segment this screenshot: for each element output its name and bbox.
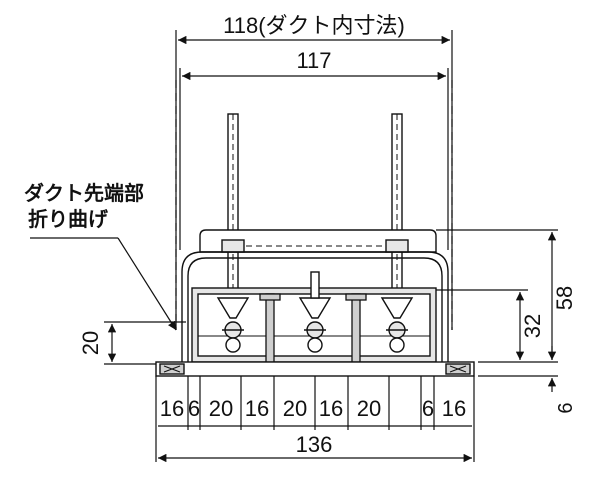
dim-20-label: 20 xyxy=(78,331,103,355)
segment-chain xyxy=(155,376,475,462)
dim-136-label: 136 xyxy=(296,432,333,457)
dim-32-label: 32 xyxy=(520,314,545,338)
dim-58-label: 58 xyxy=(552,286,577,310)
segment-label: 20 xyxy=(283,396,307,421)
dim-118-label: 118(ダクト内寸法) xyxy=(223,13,405,38)
segment-label: 16 xyxy=(319,396,343,421)
segment-label: 16 xyxy=(160,396,184,421)
wire-clamp-2 xyxy=(298,271,332,353)
callout-leader xyxy=(30,237,177,331)
segment-labels: 16 6 20 16 20 16 20 6 16 xyxy=(160,396,466,421)
dim-right xyxy=(436,229,558,392)
segment-label: 16 xyxy=(442,396,466,421)
base-flanges xyxy=(155,361,475,377)
duct-walls xyxy=(175,80,453,330)
segment-label: 6 xyxy=(188,396,200,421)
dim-6-label: 6 xyxy=(555,402,577,413)
dim-117-label: 117 xyxy=(296,48,331,73)
top-clamp-bar xyxy=(199,229,437,253)
dim-117 xyxy=(179,68,449,250)
wire-clamp-3 xyxy=(380,297,414,353)
segment-label: 16 xyxy=(245,396,269,421)
segment-label: 20 xyxy=(209,396,233,421)
dim-left-20 xyxy=(104,321,186,365)
segment-label: 6 xyxy=(422,396,434,421)
outer-shell xyxy=(181,251,449,362)
callout-line-1: ダクト先端部 xyxy=(24,181,144,205)
wire-clamp-1 xyxy=(216,297,250,353)
segment-label: 20 xyxy=(357,396,381,421)
callout-line-2: 折り曲げ xyxy=(28,207,109,231)
